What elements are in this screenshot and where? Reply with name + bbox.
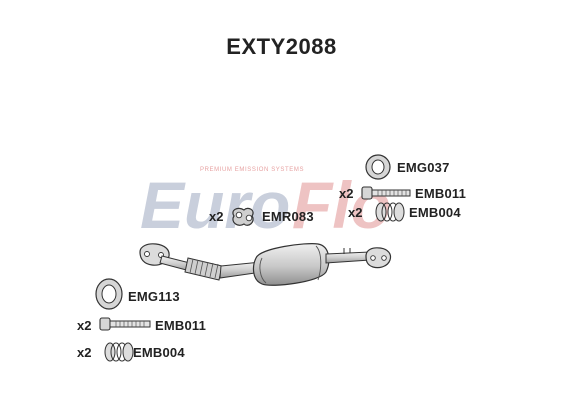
part-label-emb004-lower: EMB004 [133, 345, 185, 360]
bolt-emb011-icon-lower [99, 317, 151, 331]
part-label-emb011: EMB011 [415, 186, 467, 201]
watermark-logo-flo: Flo [292, 168, 391, 242]
rear-flange [365, 247, 392, 269]
exhaust-pipe-assembly [139, 243, 392, 286]
watermark-logo-euro: Euro [140, 168, 290, 242]
spring-emb004-icon [375, 202, 405, 222]
gasket-emg037-icon [365, 154, 391, 180]
gasket-emg113-icon [95, 278, 123, 310]
part-label-emg113: EMG113 [128, 289, 180, 304]
part-label-emg037: EMG037 [397, 160, 450, 175]
bolt-emb011-icon [361, 186, 411, 200]
spring-emb004-icon-lower [104, 342, 134, 362]
flex-joint [184, 257, 223, 281]
rubber-mount-emr083-icon [232, 207, 254, 226]
part-qty-emb011-lower: x2 [77, 318, 92, 333]
part-number-title: EXTY2088 [226, 34, 337, 59]
part-qty-emb004: x2 [348, 205, 363, 220]
watermark-tagline: PREMIUM EMISSION SYSTEMS [200, 167, 305, 173]
part-label-emr083: EMR083 [262, 209, 314, 224]
part-label-emb011-lower: EMB011 [155, 318, 207, 333]
part-label-emb004: EMB004 [409, 205, 461, 220]
part-qty-emr083: x2 [209, 209, 224, 224]
silencer-box [252, 243, 330, 286]
part-qty-emb004-lower: x2 [77, 345, 92, 360]
part-qty-emb011: x2 [339, 186, 354, 201]
